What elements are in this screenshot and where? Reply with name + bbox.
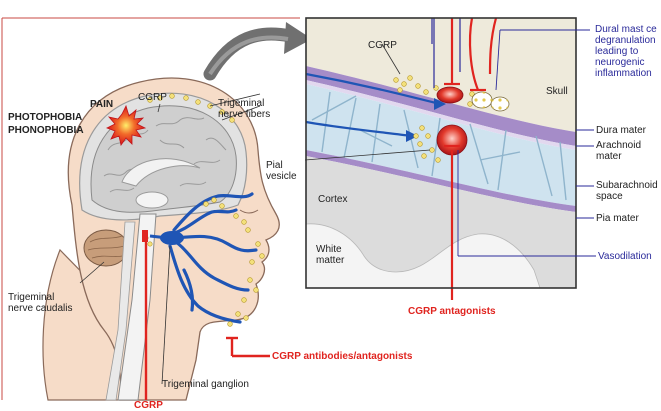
- dura-mater-label: Dura mater: [596, 125, 646, 136]
- vasodilation-label: Vasodilation: [598, 251, 652, 262]
- cgrp-antibodies-label: CGRP antibodies/antagonists: [272, 351, 412, 362]
- pain-label: PAIN: [90, 99, 113, 110]
- blood-vessel-icon: [437, 87, 463, 103]
- cgrp-head-label: CGRP: [138, 92, 167, 103]
- white-matter-label: White matter: [316, 244, 344, 266]
- cgrp-antagonists-label: CGRP antagonists: [408, 306, 496, 317]
- dural-mast-cell-label: Dural mast ce degranulation leading to n…: [595, 24, 657, 79]
- trigeminal-nerve-fibers-label: Trigeminal nerve fibers: [218, 98, 270, 120]
- trigeminal-caudalis-label: Trigeminal nerve caudalis: [8, 292, 72, 314]
- trigeminal-ganglion-label: Trigeminal ganglion: [162, 379, 249, 390]
- meninges-inset: [306, 18, 576, 300]
- pia-mater-label: Pia mater: [596, 213, 639, 224]
- skull-label: Skull: [546, 86, 568, 97]
- photophobia-label: PHOTOPHOBIA: [8, 112, 82, 123]
- arachnoid-mater-label: Arachnoid mater: [596, 140, 641, 162]
- phonophobia-label: PHONOPHOBIA: [8, 125, 84, 136]
- cgrp-inset-label: CGRP: [368, 40, 397, 51]
- cgrp-bottom-label: CGRP: [134, 400, 163, 411]
- cortex-label: Cortex: [318, 194, 347, 205]
- pial-vesicle-label: Pial vesicle: [266, 160, 297, 182]
- subarachnoid-space-label: Subarachnoid space: [596, 180, 658, 202]
